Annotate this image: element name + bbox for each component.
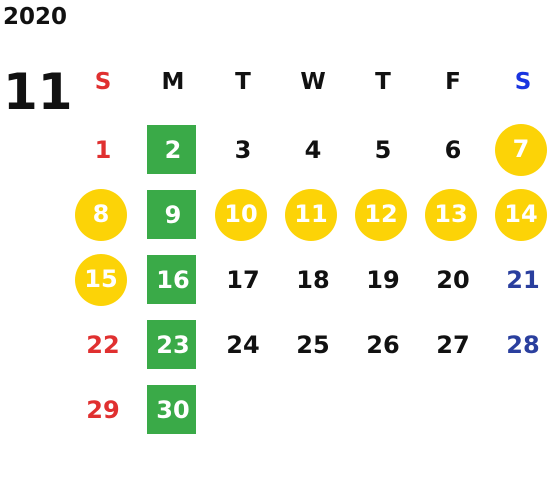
day-cell[interactable]: 7 bbox=[494, 124, 548, 176]
day-cell[interactable]: 15 bbox=[74, 254, 128, 306]
weekday-thursday: T bbox=[375, 69, 391, 95]
day-cell[interactable]: 9 bbox=[146, 190, 200, 240]
day-cell[interactable]: 18 bbox=[296, 266, 330, 294]
day-cell[interactable]: 12 bbox=[354, 189, 408, 241]
day-cell[interactable]: 25 bbox=[296, 331, 330, 359]
day-cell[interactable]: 26 bbox=[366, 331, 400, 359]
day-cell[interactable]: 1 bbox=[94, 136, 112, 164]
day-cell[interactable]: 3 bbox=[234, 136, 252, 164]
month-label: 11 bbox=[3, 63, 73, 121]
weekday-wednesday: W bbox=[300, 69, 326, 95]
day-cell[interactable]: 30 bbox=[146, 385, 200, 435]
day-cell[interactable]: 13 bbox=[424, 189, 478, 241]
day-cell[interactable]: 21 bbox=[506, 266, 540, 294]
day-cell[interactable]: 4 bbox=[304, 136, 322, 164]
day-cell[interactable]: 5 bbox=[374, 136, 392, 164]
day-cell[interactable]: 17 bbox=[226, 266, 260, 294]
day-cell[interactable]: 2 bbox=[146, 125, 200, 175]
day-cell[interactable]: 24 bbox=[226, 331, 260, 359]
year-label: 2020 bbox=[3, 4, 68, 30]
day-cell[interactable]: 20 bbox=[436, 266, 470, 294]
day-cell[interactable]: 23 bbox=[146, 320, 200, 370]
day-cell[interactable]: 29 bbox=[86, 396, 120, 424]
day-cell[interactable]: 11 bbox=[284, 189, 338, 241]
day-cell[interactable]: 19 bbox=[366, 266, 400, 294]
weekday-saturday: S bbox=[514, 69, 532, 95]
day-cell[interactable]: 10 bbox=[214, 189, 268, 241]
day-cell[interactable]: 27 bbox=[436, 331, 470, 359]
day-cell[interactable]: 22 bbox=[86, 331, 120, 359]
weekday-sunday: S bbox=[94, 69, 112, 95]
weekday-tuesday: T bbox=[235, 69, 251, 95]
weekday-friday: F bbox=[445, 69, 461, 95]
day-cell[interactable]: 8 bbox=[74, 189, 128, 241]
day-cell[interactable]: 28 bbox=[506, 331, 540, 359]
day-cell[interactable]: 16 bbox=[146, 255, 200, 305]
day-cell[interactable]: 14 bbox=[494, 189, 548, 241]
day-cell[interactable]: 6 bbox=[444, 136, 462, 164]
weekday-monday: M bbox=[161, 69, 185, 95]
